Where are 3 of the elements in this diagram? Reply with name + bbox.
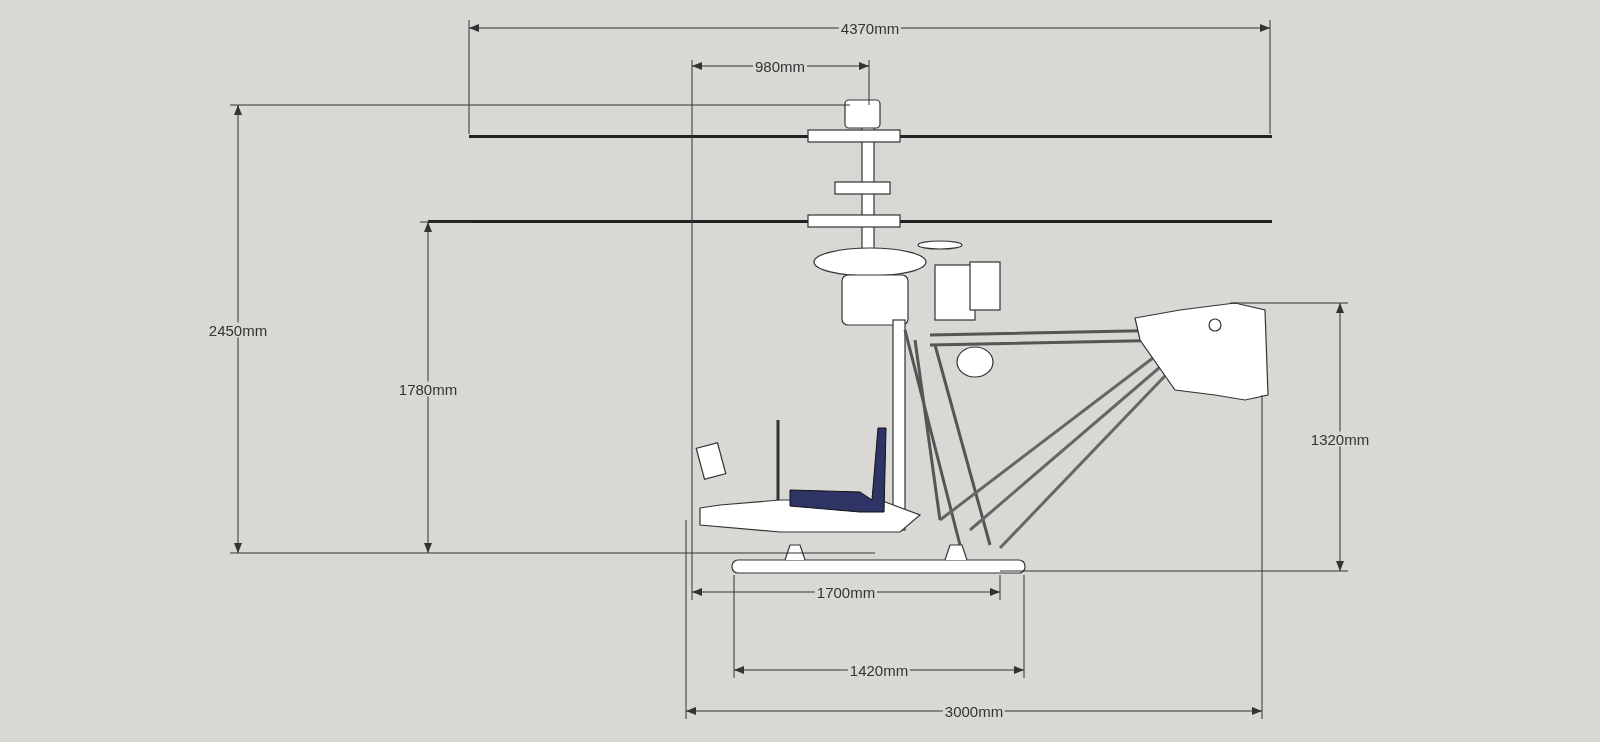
dimension-label: 2450mm — [206, 322, 270, 338]
dimension-label: 1780mm — [396, 381, 460, 397]
dimension-label: 1320mm — [1308, 431, 1372, 447]
